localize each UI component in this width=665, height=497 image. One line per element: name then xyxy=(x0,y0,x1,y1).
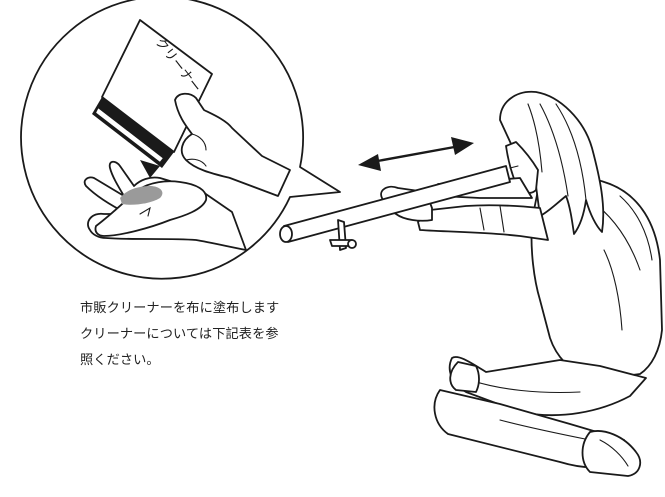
hand-holding-package xyxy=(174,92,291,197)
person-crouching xyxy=(380,90,663,477)
motion-arrow xyxy=(358,137,474,171)
caption: 市販クリーナーを布に塗布します クリーナーについては下記表を参 照ください。 xyxy=(80,296,310,374)
caption-line-3: 照ください。 xyxy=(80,353,160,368)
palm-with-cloth xyxy=(83,160,247,251)
caption-line-2: クリーナーについては下記表を参 xyxy=(80,327,279,342)
hand-rail xyxy=(279,165,511,251)
caption-line-1: 市販クリーナーを布に塗布します xyxy=(80,301,280,316)
